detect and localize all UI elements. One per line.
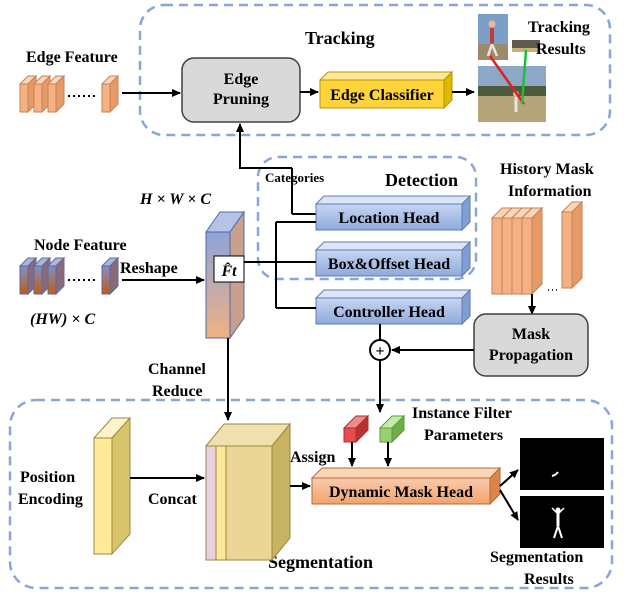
position-encoding-block [92, 416, 132, 556]
history-mask-label-1: History Mask [500, 161, 594, 178]
box-offset-head-box [314, 240, 472, 278]
segmentation-results-label-1: Segmentation [490, 549, 583, 566]
tracking-section-border [138, 3, 612, 137]
tracking-title: Tracking [305, 28, 375, 48]
instance-filter-label-1: Instance Filter [412, 405, 512, 422]
history-mask-label-2: Information [508, 183, 592, 200]
node-feature-label: Node Feature [34, 237, 127, 254]
edge-pruning-box [181, 57, 301, 123]
dynamic-mask-head-label: Dynamic Mask Head [329, 484, 473, 501]
dynamic-mask-head-box [310, 466, 502, 506]
categories-label: Categories [265, 170, 324, 185]
mask-propagation-label-2: Propagation [489, 347, 573, 364]
location-head-label: Location Head [339, 210, 440, 227]
segmentation-results-label-2: Results [524, 571, 574, 588]
position-encoding-label-1: Position [20, 469, 75, 486]
box-offset-head-label: Box&Offset Head [328, 256, 450, 273]
concat-label: Concat [148, 491, 198, 508]
ft-label-box [213, 255, 245, 283]
tracking-red-link [488, 55, 526, 105]
tracking-result-image-top [478, 14, 508, 60]
edge-feature-blocks [18, 74, 120, 114]
edge-feature-label: Edge Feature [26, 49, 118, 66]
dmh-to-mask1-arrow [499, 469, 519, 487]
plus-sign: + [375, 343, 384, 360]
mask-propagation-box [473, 313, 589, 377]
tracking-result-image-bottom [478, 66, 546, 122]
channel-reduce-label-2: Reduce [152, 383, 203, 400]
tracking-results-label-1: Tracking [528, 19, 590, 36]
reshape-label: Reshape [120, 260, 178, 277]
segmentation-title: Segmentation [268, 552, 373, 572]
edge-classifier-label: Edge Classifier [330, 87, 434, 104]
red-filter [342, 414, 370, 444]
mask-propagation-label-1: Mask [512, 326, 550, 343]
assign-label: Assign [290, 449, 335, 466]
edge-pruning-label-1: Edge [224, 71, 259, 88]
controller-head-label: Controller Head [333, 304, 445, 321]
location-head-box [314, 194, 472, 232]
history-mask-blocks [490, 200, 584, 296]
tracking-results-label-2: Results [536, 41, 586, 58]
edge-pruning-label-2: Pruning [213, 91, 269, 108]
dmh-to-mask2-arrow [499, 489, 519, 521]
detection-section-border [256, 155, 478, 281]
channel-reduce-label-1: Channel [148, 361, 206, 378]
hw-c-label: (HW) × C [30, 311, 95, 328]
categories-to-pruning-arrow [236, 123, 292, 169]
concat-feature-map [204, 422, 292, 562]
ft-label: F̂t [220, 261, 237, 280]
node-feature-blocks [18, 256, 120, 296]
green-filter [378, 414, 406, 444]
tracking-green-link [520, 49, 528, 105]
instance-filter-label-2: Parameters [424, 427, 503, 444]
segmentation-section-border [8, 398, 614, 590]
controller-head-box [314, 288, 472, 326]
segmentation-mask-2 [520, 496, 604, 548]
hwc-label: H × W × C [139, 191, 211, 208]
segmentation-mask-1 [520, 438, 604, 490]
ft-feature-map [205, 210, 245, 340]
position-encoding-label-2: Encoding [18, 491, 83, 508]
detection-title: Detection [385, 170, 458, 190]
edge-classifier-box [318, 70, 454, 110]
